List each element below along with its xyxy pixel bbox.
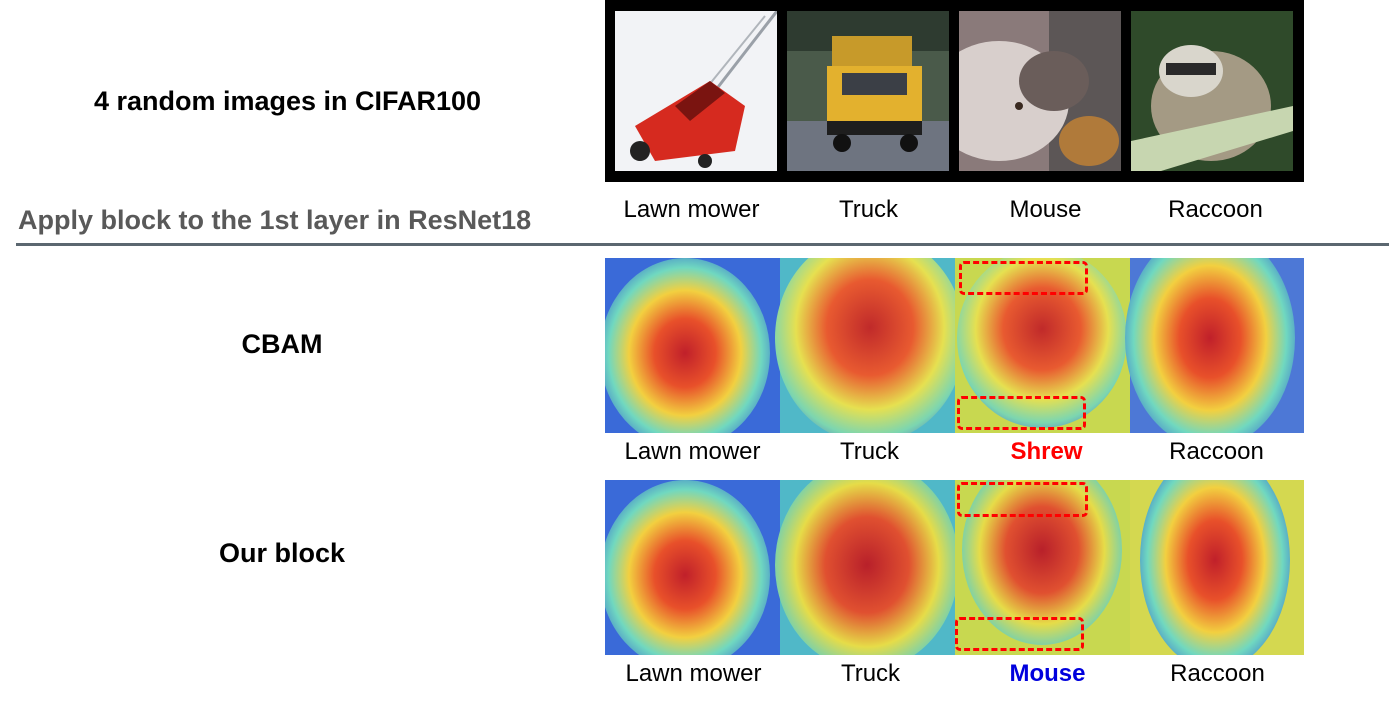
row2-caption-raccoon: Raccoon (1169, 438, 1264, 465)
our-block-row-title: Our block (218, 538, 346, 568)
row3-caption-raccoon: Raccoon (1170, 660, 1265, 687)
cbam-heatmap-strip (605, 258, 1304, 433)
our-block-attention-box-bottom (955, 617, 1084, 651)
original-images-strip (605, 0, 1304, 182)
mouse-image (959, 11, 1121, 171)
our-block-heatmap-strip (605, 480, 1304, 655)
row1-caption-lawn-mower: Lawn mower (623, 196, 760, 223)
our-block-attention-box-top (957, 482, 1088, 517)
cbam-row-title: CBAM (241, 329, 323, 359)
section-title: Apply block to the 1st layer in ResNet18 (18, 205, 532, 235)
row1-caption-truck: Truck (838, 196, 899, 223)
cbam-attention-box-top (959, 261, 1088, 295)
row1-caption-raccoon: Raccoon (1168, 196, 1263, 223)
row3-caption-truck: Truck (840, 660, 901, 687)
truck-image (787, 11, 949, 171)
lawn-mower-image (615, 11, 777, 171)
images-row-title: 4 random images in CIFAR100 (93, 86, 482, 116)
cbam-attention-box-bottom (957, 396, 1086, 430)
raccoon-image (1131, 11, 1293, 171)
row2-caption-shrew: Shrew (1010, 438, 1083, 465)
row3-caption-lawn-mower: Lawn mower (625, 660, 762, 687)
section-divider (16, 243, 1389, 246)
row2-caption-lawn-mower: Lawn mower (624, 438, 761, 465)
row3-caption-mouse: Mouse (1009, 660, 1086, 687)
row2-caption-truck: Truck (839, 438, 900, 465)
row1-caption-mouse: Mouse (1009, 196, 1082, 223)
